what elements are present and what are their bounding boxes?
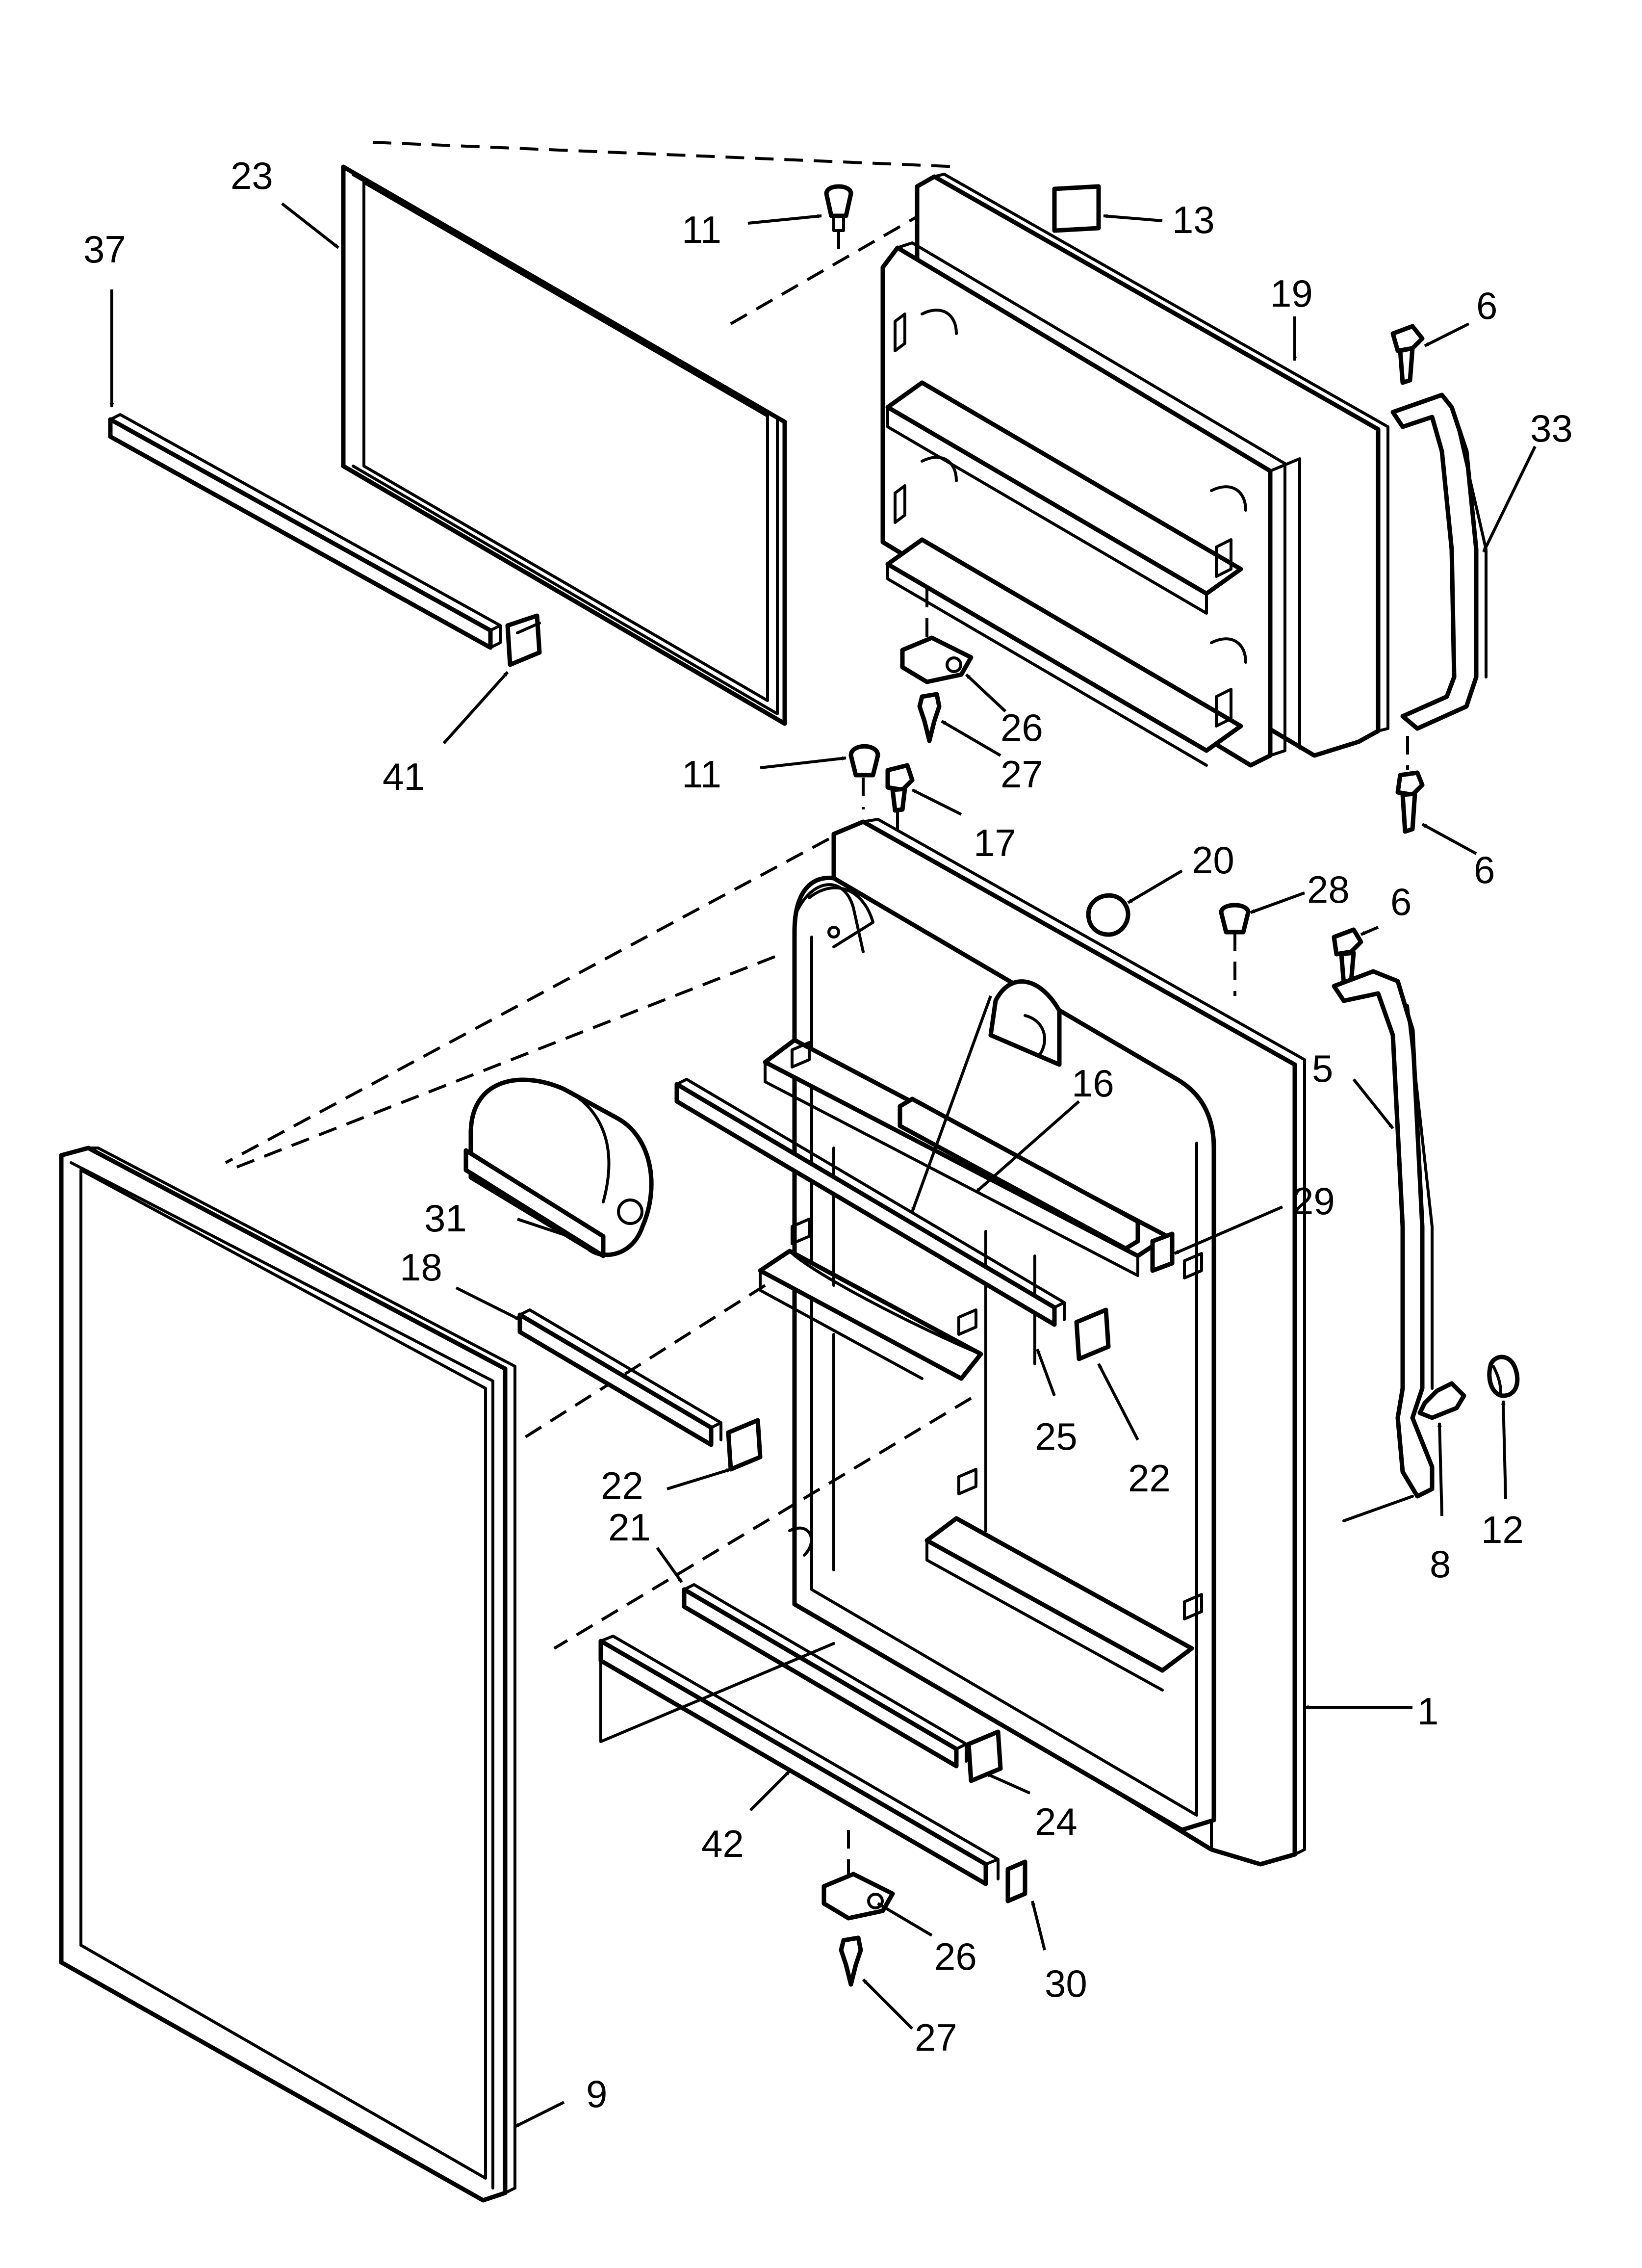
callout-18: 18 bbox=[400, 1246, 442, 1289]
callout-6-middle: 6 bbox=[1474, 848, 1495, 891]
hole-plug-top bbox=[824, 184, 853, 255]
callout-26-lower: 26 bbox=[934, 1935, 977, 1978]
callout-12: 12 bbox=[1481, 1508, 1524, 1551]
callout-6-top: 6 bbox=[1476, 284, 1497, 327]
alignment-line-dairy-cover bbox=[524, 1284, 972, 1650]
callout-26-upper: 26 bbox=[1001, 706, 1043, 749]
callout-5: 5 bbox=[1312, 1047, 1333, 1090]
handle-trim-cap bbox=[1487, 1355, 1520, 1398]
hinge-hole-plug bbox=[1219, 903, 1251, 996]
hinge-screw-lower bbox=[839, 1935, 863, 1987]
callout-13: 13 bbox=[1172, 198, 1215, 241]
callout-labels: 23 37 41 11 13 19 6 33 26 27 6 11 17 20 … bbox=[83, 154, 1573, 2115]
door-closing-cam bbox=[1086, 893, 1130, 937]
callout-11-middle: 11 bbox=[682, 753, 721, 796]
refrigerator-door-gasket bbox=[59, 1146, 516, 2203]
handle-screw-bottom bbox=[1395, 736, 1425, 834]
callout-22-left: 22 bbox=[601, 1464, 643, 1507]
callout-6-lower: 6 bbox=[1390, 880, 1411, 923]
hinge-bracket-upper bbox=[900, 589, 974, 684]
callout-30: 30 bbox=[1045, 1962, 1087, 2005]
callout-21: 21 bbox=[608, 1506, 651, 1549]
callout-1: 1 bbox=[1417, 1690, 1438, 1733]
door-stop-screw bbox=[862, 763, 915, 834]
freezer-door-gasket bbox=[341, 164, 787, 726]
handle-mounting-screw bbox=[1417, 1381, 1466, 1420]
callout-29: 29 bbox=[1292, 1179, 1335, 1223]
shelf-bar-end-cap-left bbox=[726, 1418, 763, 1472]
refrigerator-door-handle bbox=[1332, 969, 1435, 1522]
shelf-bar-end-cap-right bbox=[1074, 1307, 1111, 1361]
callout-31: 31 bbox=[424, 1197, 467, 1240]
leader-arrows bbox=[109, 202, 1537, 2128]
trim-end-cap bbox=[505, 613, 542, 667]
alignment-line-door-gasket bbox=[225, 837, 830, 1169]
callout-8: 8 bbox=[1430, 1542, 1451, 1586]
callout-20: 20 bbox=[1192, 838, 1234, 882]
shelf-retainer-end-cap bbox=[1150, 1231, 1175, 1273]
callout-28: 28 bbox=[1307, 868, 1350, 911]
callout-11-top: 11 bbox=[682, 208, 721, 251]
callout-25: 25 bbox=[1035, 1415, 1078, 1458]
dairy-compartment-cover bbox=[463, 1077, 654, 1258]
callout-19: 19 bbox=[1270, 272, 1313, 315]
callout-41: 41 bbox=[383, 755, 425, 798]
hole-plug-middle bbox=[848, 744, 880, 778]
callout-9: 9 bbox=[586, 2072, 607, 2115]
callout-27-lower: 27 bbox=[915, 2016, 957, 2059]
refrigerator-door bbox=[758, 818, 1306, 1867]
callout-24: 24 bbox=[1035, 1800, 1078, 1843]
door-shelf-bar-upper bbox=[517, 1308, 722, 1447]
callout-22-right: 22 bbox=[1128, 1457, 1171, 1500]
freezer-door-handle bbox=[1390, 392, 1488, 731]
callout-33: 33 bbox=[1530, 407, 1573, 450]
door-shelf-bar-lower bbox=[682, 1583, 968, 1769]
callout-23: 23 bbox=[231, 154, 273, 197]
hinge-screw-upper bbox=[917, 692, 942, 743]
callout-42: 42 bbox=[701, 1822, 744, 1865]
freezer-label bbox=[1052, 184, 1101, 233]
hinge-bracket-lower bbox=[821, 1830, 895, 1921]
callout-17: 17 bbox=[974, 821, 1016, 864]
lower-shelf-end-cap bbox=[966, 1729, 1003, 1783]
callout-27-upper: 27 bbox=[1001, 753, 1043, 796]
door-shelf-bar-middle bbox=[674, 1078, 1066, 1327]
bottom-trim-end-cap bbox=[1005, 1859, 1027, 1903]
callout-37: 37 bbox=[83, 228, 126, 271]
door-bottom-trim bbox=[598, 1635, 1000, 1886]
freezer-door bbox=[880, 173, 1389, 768]
freezer-shelf-trim-strip bbox=[108, 413, 502, 650]
handle-screw-top bbox=[1390, 324, 1425, 385]
callout-16: 16 bbox=[1072, 1062, 1114, 1105]
